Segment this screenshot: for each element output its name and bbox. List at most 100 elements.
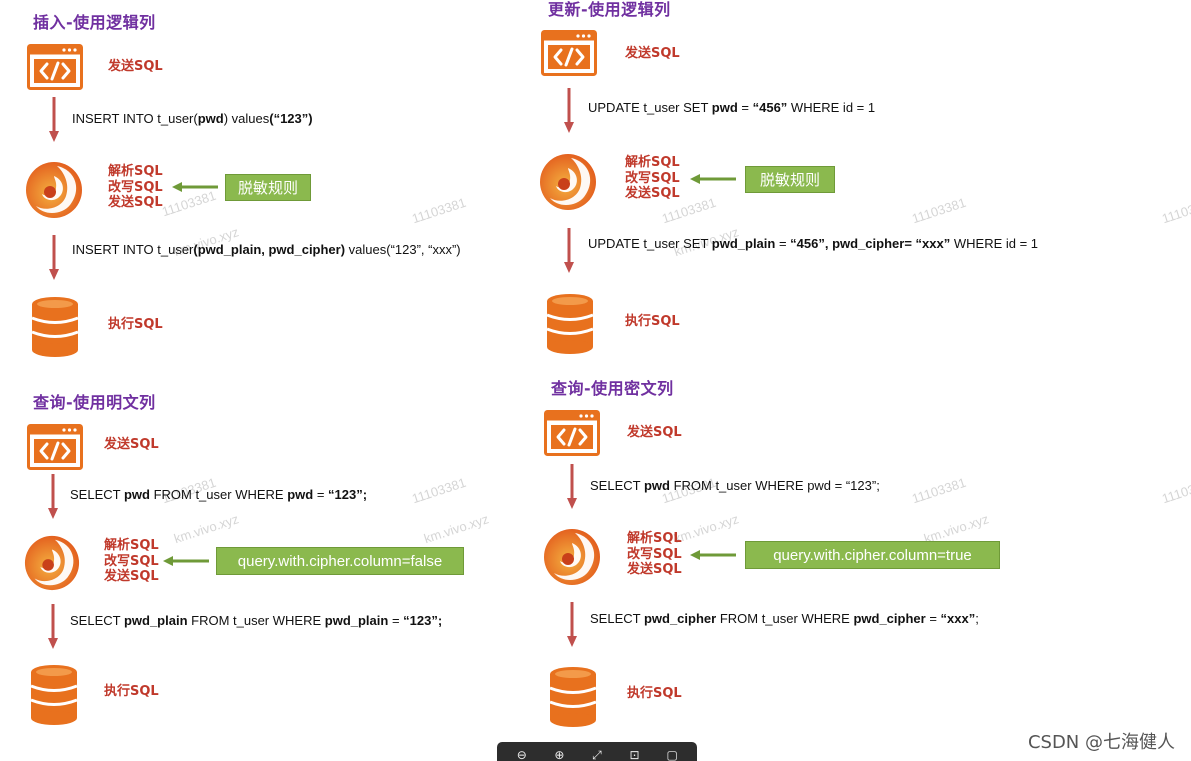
fit-icon[interactable]: ⊡ [629,749,640,761]
sql-part: FROM t_user WHERE pwd = “123”; [669,478,880,493]
sql-keyword: “123”; [403,613,443,628]
sql-part: = [737,100,753,115]
sql-keyword: “xxx” [915,236,951,251]
rewrite-sql-label: 改写SQL [625,170,680,186]
database-icon [548,666,598,728]
sql-keyword: (pwd_plain, pwd_cipher) [193,242,346,257]
zoom-out-icon[interactable]: ⊖ [516,749,527,761]
send-sql-label: 发送SQL [104,437,159,452]
sql-part: = [775,236,791,251]
section-title-insert: 插入-使用逻辑列 [33,13,156,32]
shardingsphere-logo-icon [23,534,81,592]
masking-rule-box: 脱敏规则 [745,166,835,193]
watermark-text: 11103381 [910,474,968,507]
sql-keyword: “456”, pwd_cipher= [790,236,912,251]
sql-part: FROM t_user WHERE [149,487,288,502]
sql-statement: SELECT pwd_cipher FROM t_user WHERE pwd_… [590,611,979,626]
sql-keyword: “123”; [328,487,368,502]
sql-statement: SELECT pwd FROM t_user WHERE pwd = “123”… [590,478,880,493]
watermark-text: 11103381 [1160,194,1191,227]
code-window-icon [27,44,83,90]
database-icon [30,296,80,358]
arrow-down-icon [47,604,59,650]
watermark-text: 11103381 [410,194,468,227]
database-icon [29,664,79,726]
fullscreen-icon[interactable]: ⤢ [592,749,602,761]
arrow-down-icon [48,97,60,143]
sql-part: values(“123”, “xxx”) [345,242,461,257]
sql-part: WHERE id = 1 [787,100,876,115]
zoom-in-icon[interactable]: ⊕ [554,749,565,761]
execute-sql-label: 执行SQL [627,686,682,701]
sql-part: ; [975,611,979,626]
send-sql-label: 发送SQL [108,59,163,74]
sql-statement: UPDATE t_user SET pwd_plain = “456”, pwd… [588,236,1038,251]
sql-keyword: pwd_cipher [643,611,717,626]
process-labels: 解析SQL 改写SQL 发送SQL [627,531,682,578]
sql-keyword: pwd_plain [324,613,389,628]
csdn-credit: CSDN @七海健人 [1027,732,1175,753]
shardingsphere-logo-icon [542,527,602,587]
arrow-left-icon [163,555,209,567]
send-sql-label: 发送SQL [627,562,682,577]
sql-keyword: pwd_plain [711,236,776,251]
watermark-text: 11103381 [1160,474,1191,507]
sql-keyword: pwd_plain [123,613,188,628]
code-window-icon [541,30,597,76]
sql-keyword: pwd_cipher [853,611,926,626]
arrow-down-icon [566,602,578,648]
sql-keyword: pwd [711,100,738,115]
sql-part: = [388,613,404,628]
process-labels: 解析SQL 改写SQL 发送SQL [625,155,680,202]
sql-part: = [313,487,329,502]
rewrite-sql-label: 改写SQL [627,546,682,562]
sql-part: UPDATE t_user SET [588,100,712,115]
sql-part: SELECT [590,478,644,493]
sql-keyword: pwd [643,478,670,493]
execute-sql-label: 执行SQL [625,314,680,329]
sql-part: FROM t_user WHERE [716,611,854,626]
arrow-left-icon [690,549,736,561]
sql-statement: UPDATE t_user SET pwd = “456” WHERE id =… [588,100,875,115]
arrow-down-icon [47,474,59,520]
parse-sql-label: 解析SQL [108,164,163,179]
shardingsphere-logo-icon [538,152,598,212]
send-sql-label: 发送SQL [627,425,682,440]
code-window-icon [544,410,600,456]
arrow-left-icon [690,173,736,185]
parse-sql-label: 解析SQL [625,155,680,170]
sql-keyword: “xxx” [940,611,976,626]
viewer-toolbar: ⊖ ⊕ ⤢ ⊡ ▢ [497,742,697,761]
shardingsphere-logo-icon [24,160,84,220]
sql-part: INSERT INTO t_user( [72,111,198,126]
execute-sql-label: 执行SQL [104,684,159,699]
sql-keyword: (“123”) [269,111,313,126]
sql-statement: SELECT pwd_plain FROM t_user WHERE pwd_p… [70,613,442,628]
query-config-box: query.with.cipher.column=true [745,541,1000,569]
process-labels: 解析SQL 改写SQL 发送SQL [104,538,159,585]
send-sql-label: 发送SQL [108,195,163,210]
send-sql-label: 发送SQL [625,186,680,201]
sql-part: SELECT [70,487,124,502]
sql-keyword: “456” [752,100,788,115]
sql-part: WHERE id = 1 [950,236,1039,251]
section-title-update: 更新-使用逻辑列 [548,0,671,19]
watermark-text: km.vivo.xyz [672,511,741,547]
process-labels: 解析SQL 改写SQL 发送SQL [108,164,163,211]
close-icon[interactable]: ▢ [666,749,678,761]
watermark-text: km.vivo.xyz [172,511,241,547]
sql-keyword: pwd [287,487,314,502]
watermark-text: 11103381 [910,194,968,227]
arrow-down-icon [563,228,575,274]
query-config-box: query.with.cipher.column=false [216,547,464,575]
sql-statement: INSERT INTO t_user(pwd_plain, pwd_cipher… [72,242,461,257]
sql-part: SELECT [590,611,644,626]
sql-part: = [925,611,941,626]
rewrite-sql-label: 改写SQL [104,553,159,569]
sql-part: UPDATE t_user SET [588,236,712,251]
arrow-left-icon [172,181,218,193]
sql-part: SELECT [70,613,124,628]
execute-sql-label: 执行SQL [108,317,163,332]
arrow-down-icon [48,235,60,281]
masking-rule-box: 脱敏规则 [225,174,311,201]
